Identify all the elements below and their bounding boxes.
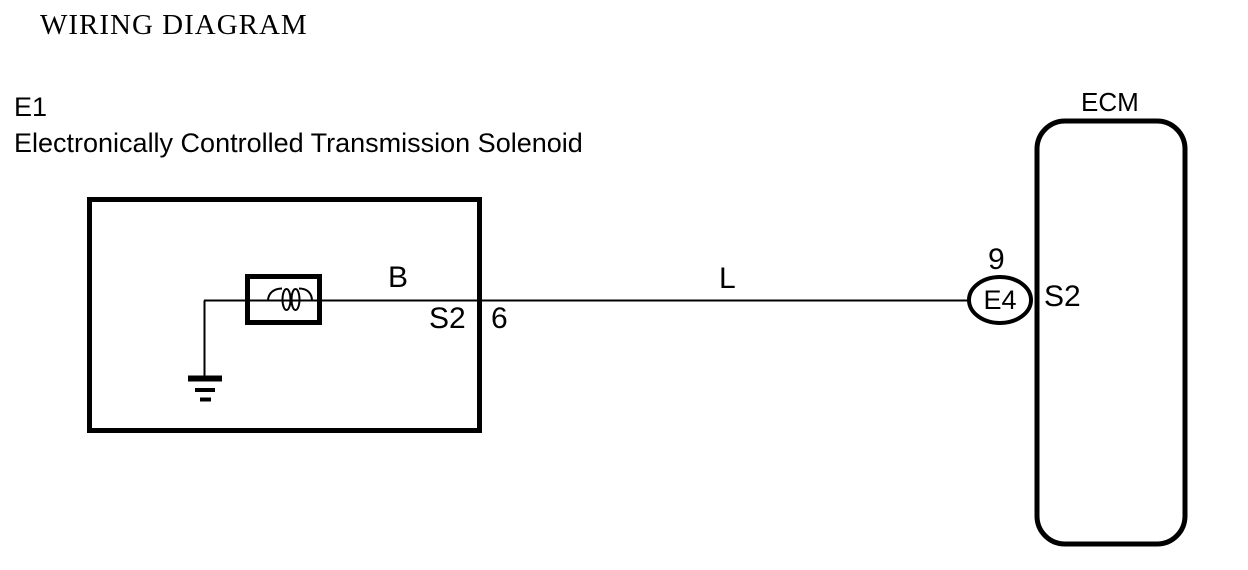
wire-color-label-l: L bbox=[719, 262, 736, 295]
component-name-label: Electronically Controlled Transmission S… bbox=[14, 128, 583, 158]
wire-color-label-b: B bbox=[388, 261, 409, 294]
pin-number-label-6: 6 bbox=[491, 302, 508, 335]
ecm-box bbox=[1034, 118, 1188, 547]
solenoid-coil-box bbox=[245, 274, 322, 325]
ecm-terminal-label-s2: S2 bbox=[1044, 280, 1081, 313]
pin-number-label-9: 9 bbox=[988, 243, 1005, 276]
ecm-label: ECM bbox=[1081, 87, 1139, 117]
ground-icon bbox=[188, 375, 222, 402]
page-title: WIRING DIAGRAM bbox=[40, 9, 308, 41]
connector-code-label-s2: S2 bbox=[429, 302, 466, 335]
component-id-label: E1 bbox=[14, 92, 48, 122]
solenoid-component-box bbox=[87, 197, 482, 433]
connector-label-e4: E4 bbox=[983, 285, 1017, 315]
solenoid-coil-icon bbox=[267, 287, 313, 311]
connector-e4-ellipse bbox=[967, 275, 1033, 325]
